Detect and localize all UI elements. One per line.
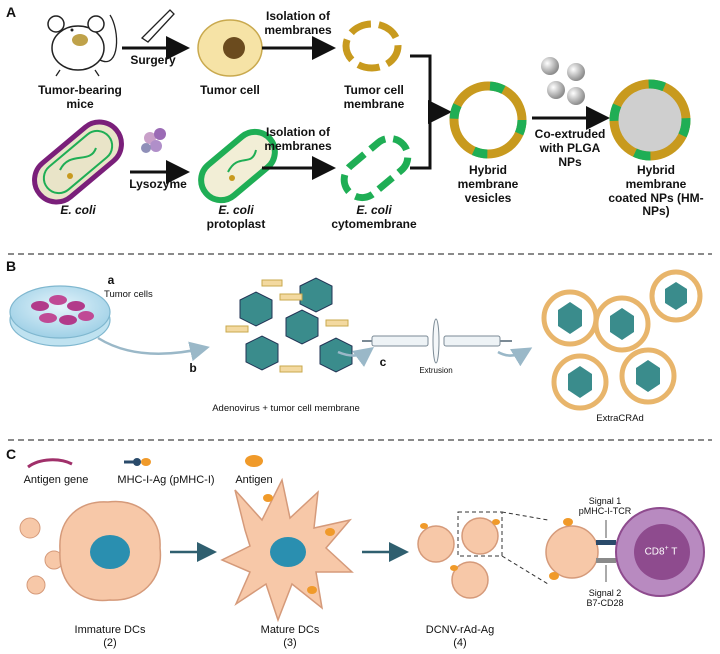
cd8-t-cell-icon xyxy=(615,507,705,597)
label-tumor-bearing-mice: Tumor-bearing mice xyxy=(38,83,122,111)
tumor-cell-icon xyxy=(197,19,263,77)
label-hm-nps: Hybrid membrane coated NPs (HM-NPs) xyxy=(608,163,704,219)
label-antigen: Antigen xyxy=(235,474,273,486)
label-dcnv: DCNV-rAd-Ag(4) xyxy=(425,624,495,649)
label-hybrid-vesicles: Hybrid membrane vesicles xyxy=(457,163,519,205)
label-coextruded: Co-extruded with PLGA NPs xyxy=(534,127,606,169)
zoom-box xyxy=(457,511,503,557)
extracrad-icon xyxy=(541,269,703,411)
panel-label-a: A xyxy=(6,4,17,20)
small-dc-icons xyxy=(19,517,64,595)
mhc-icon xyxy=(124,458,151,466)
label-tumor-cells: Tumor cells xyxy=(104,289,153,300)
extrusion-syringe-icon xyxy=(362,318,512,364)
label-surgery: Surgery xyxy=(130,53,176,67)
ecoli-icon xyxy=(32,119,124,205)
label-mhc: MHC-I-Ag (pMHC-I) xyxy=(117,474,215,486)
mature-dc-icon xyxy=(220,477,354,623)
label-immature-dcs: Immature DCs(2) xyxy=(74,624,146,649)
label-cd8-t: CD8+ T xyxy=(644,545,678,558)
hm-np-icon xyxy=(609,79,691,161)
label-antigen-gene: Antigen gene xyxy=(23,474,89,486)
label-extracrad: ExtraCRAd xyxy=(596,413,644,424)
protoplast-icon xyxy=(198,128,278,204)
mouse-icon xyxy=(47,14,118,77)
step-c: c xyxy=(379,355,387,369)
label-isolation-bottom: Isolation of membranes xyxy=(264,125,332,153)
cytomembrane-icon xyxy=(340,134,412,202)
immature-dc-icon xyxy=(59,500,162,602)
label-lysozyme: Lysozyme xyxy=(129,177,187,191)
label-tumor-cell: Tumor cell xyxy=(200,83,260,97)
label-isolation-top: Isolation of membranes xyxy=(264,9,332,37)
petri-dish-icon xyxy=(9,285,111,347)
hybrid-vesicle-icon xyxy=(449,81,527,159)
label-mature-dcs: Mature DCs(3) xyxy=(260,624,320,649)
scalpel-icon xyxy=(140,9,175,43)
step-a: a xyxy=(107,273,115,287)
zoomed-dcnv-icon xyxy=(545,518,599,580)
antigen-gene-icon xyxy=(27,458,73,469)
receptor-interaction-icon xyxy=(596,540,616,563)
antigen-icon xyxy=(245,455,263,467)
adenovirus-membrane-icon xyxy=(225,277,353,373)
step-b: b xyxy=(189,361,197,375)
plga-np-icons xyxy=(541,57,585,105)
tumor-membrane-icon xyxy=(342,20,402,72)
label-ecoli: E. coli xyxy=(60,203,96,217)
panel-label-b: B xyxy=(6,258,17,274)
label-extrusion: Extrusion xyxy=(419,366,453,375)
label-tumor-membrane: Tumor cell membrane xyxy=(343,83,405,111)
label-adenovirus: Adenovirus + tumor cell membrane xyxy=(212,403,360,414)
panel-label-c: C xyxy=(6,446,17,462)
lysozyme-icon xyxy=(141,128,166,153)
dcnv-particle-icons xyxy=(417,517,500,599)
